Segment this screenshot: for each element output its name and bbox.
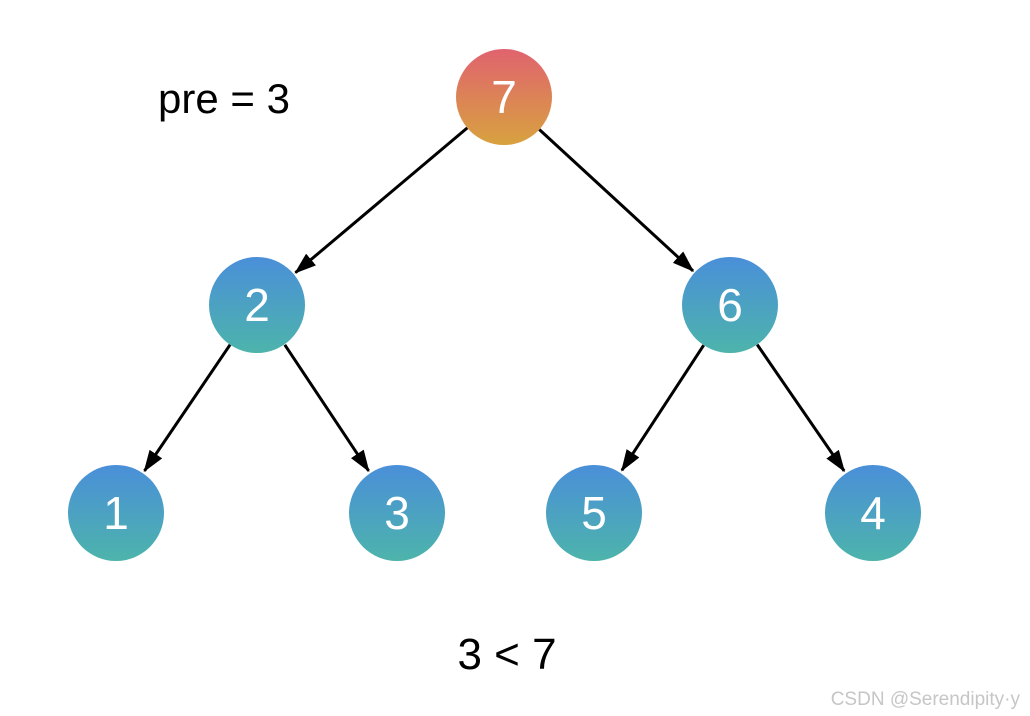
node-circle: [209, 257, 305, 353]
node-label-6: 6: [717, 279, 743, 331]
tree-node-1: 1: [68, 465, 164, 561]
tree-node-3: 3: [349, 465, 445, 561]
tree-edges: [143, 126, 846, 473]
node-circle: [68, 465, 164, 561]
comparison-annotation: 3 < 7: [457, 630, 556, 679]
pre-annotation: pre = 3: [158, 75, 290, 122]
edge-2-3: [283, 343, 370, 473]
edge-6-4: [755, 343, 846, 473]
tree-node-7: 7: [456, 49, 552, 145]
node-label-1: 1: [103, 487, 129, 539]
node-label-5: 5: [581, 487, 607, 539]
edge-2-1: [143, 343, 232, 473]
node-label-7: 7: [491, 71, 517, 123]
node-circle: [825, 465, 921, 561]
edge-7-6: [538, 128, 695, 273]
tree-nodes: 7 2 6 1 3 5 4: [68, 49, 921, 561]
node-circle-root: [456, 49, 552, 145]
node-label-3: 3: [384, 487, 410, 539]
edge-6-5: [620, 344, 705, 472]
node-circle: [546, 465, 642, 561]
node-label-4: 4: [860, 487, 886, 539]
node-label-2: 2: [244, 279, 270, 331]
watermark: CSDN @Serendipity·y: [831, 689, 1021, 710]
node-circle: [349, 465, 445, 561]
edge-7-2: [294, 126, 469, 274]
tree-node-4: 4: [825, 465, 921, 561]
node-circle: [682, 257, 778, 353]
tree-node-5: 5: [546, 465, 642, 561]
tree-node-6: 6: [682, 257, 778, 353]
tree-node-2: 2: [209, 257, 305, 353]
